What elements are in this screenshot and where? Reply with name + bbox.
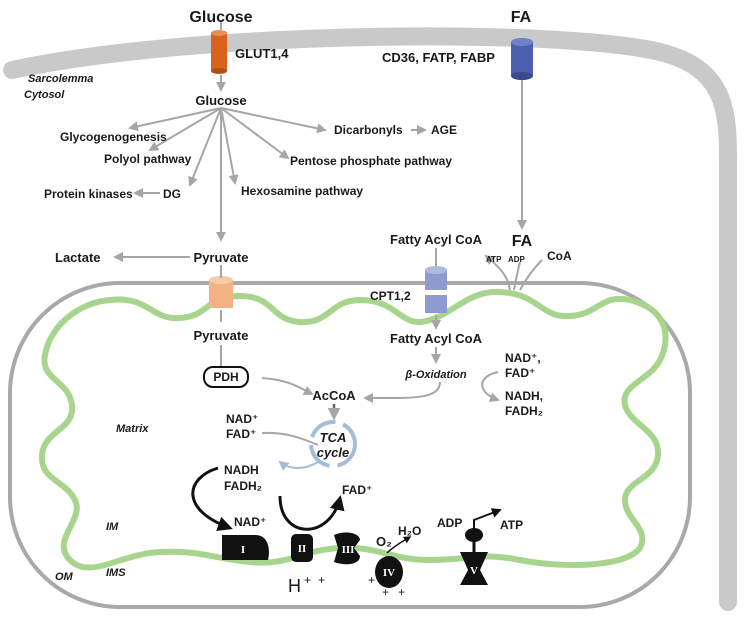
beta-nadh-label: NADH, — [505, 389, 543, 403]
etc-fad-plus-label: FAD⁺ — [342, 483, 372, 497]
etc-atp-label: ATP — [500, 518, 523, 532]
complex-ii-label: II — [298, 543, 307, 555]
proton-plus-1: + — [304, 573, 311, 587]
adp-small-label: ADP — [508, 255, 526, 264]
pdh-label: PDH — [213, 370, 238, 384]
cytosol-fatty-acyl-coa-label: Fatty Acyl CoA — [390, 232, 483, 247]
etc-nad-plus-label: NAD⁺ — [234, 515, 266, 529]
inner-mitochondrial-membrane — [38, 288, 669, 571]
tca-cycle — [278, 420, 357, 471]
tca-label-line1: TCA — [320, 430, 347, 445]
pentose-label: Pentose phosphate pathway — [290, 154, 452, 168]
glut-label: GLUT1,4 — [235, 46, 289, 61]
etc-fadh2-label: FADH₂ — [224, 479, 262, 493]
pdh-box — [203, 366, 249, 388]
proton-plus-4: + — [382, 585, 389, 599]
matrix-label: Matrix — [116, 423, 149, 435]
complex-v — [460, 552, 488, 585]
etc-complexes — [222, 528, 488, 588]
ims-label: IMS — [106, 567, 126, 579]
etc-adp-label: ADP — [437, 516, 462, 530]
complex-i — [222, 535, 269, 560]
cpt-label: CPT1,2 — [370, 289, 411, 303]
cpt-transporter — [425, 266, 447, 313]
o2-label: O₂ — [376, 534, 392, 549]
sarcolemma-membrane — [3, 27, 737, 611]
fa-transporters-label: CD36, FATP, FABP — [382, 50, 495, 65]
age-label: AGE — [431, 123, 457, 137]
matrix-fatty-acyl-coa-label: Fatty Acyl CoA — [390, 331, 483, 346]
fa-transporter — [511, 38, 533, 80]
proton-plus-2: + — [318, 573, 325, 587]
coa-label: CoA — [547, 249, 572, 263]
cytosol-fa-label: FA — [512, 233, 533, 250]
complex-ii — [291, 534, 313, 562]
beta-nad-label: NAD⁺, — [505, 351, 541, 365]
outer-mitochondrial-membrane — [8, 281, 692, 609]
om-label: OM — [55, 571, 74, 583]
pyruvate-carrier — [209, 276, 233, 308]
extracellular-glucose-label: Glucose — [189, 9, 252, 26]
proton-label: H — [288, 576, 301, 596]
tca-fad-label: FAD⁺ — [226, 427, 256, 441]
glut-transporter — [211, 30, 227, 74]
lactate-label: Lactate — [55, 250, 101, 265]
tca-label-line2: cycle — [317, 445, 350, 460]
sarcolemma-label: Sarcolemma — [28, 73, 93, 85]
complex-iii — [334, 532, 360, 565]
complex-i-label: I — [241, 544, 245, 556]
proton-plus-5: + — [398, 585, 405, 599]
polyol-label: Polyol pathway — [104, 152, 192, 166]
protein-kinases-label: Protein kinases — [44, 187, 133, 201]
cytosol-pyruvate-label: Pyruvate — [194, 250, 249, 265]
matrix-pyruvate-label: Pyruvate — [194, 328, 249, 343]
pathway-arrows — [113, 20, 543, 446]
beta-fadh2-label: FADH₂ — [505, 404, 543, 418]
dicarbonyls-label: Dicarbonyls — [334, 123, 403, 137]
complex-iv-label: IV — [383, 567, 395, 579]
etc-arrows — [191, 466, 502, 554]
etc-nadh-label: NADH — [224, 463, 259, 477]
beta-fad-label: FAD⁺ — [505, 366, 535, 380]
tca-nad-label: NAD⁺ — [226, 412, 258, 426]
cytosol-glucose-label: Glucose — [195, 93, 246, 108]
proton-plus-3: + — [368, 573, 375, 587]
complex-iii-label: III — [342, 544, 355, 556]
h2o-label: H₂O — [398, 524, 421, 538]
im-label: IM — [106, 521, 119, 533]
glycogenogenesis-label: Glycogenogenesis — [60, 130, 167, 144]
complex-iv — [375, 556, 403, 588]
beta-oxidation-label: β-Oxidation — [404, 369, 466, 381]
complex-v-label: V — [470, 565, 478, 577]
hexosamine-label: Hexosamine pathway — [241, 184, 363, 198]
acoa-label: AcCoA — [312, 388, 356, 403]
atp-small-label: ATP — [486, 255, 502, 264]
extracellular-fa-label: FA — [511, 9, 532, 26]
dg-label: DG — [163, 187, 181, 201]
cytosol-label: Cytosol — [24, 89, 65, 101]
